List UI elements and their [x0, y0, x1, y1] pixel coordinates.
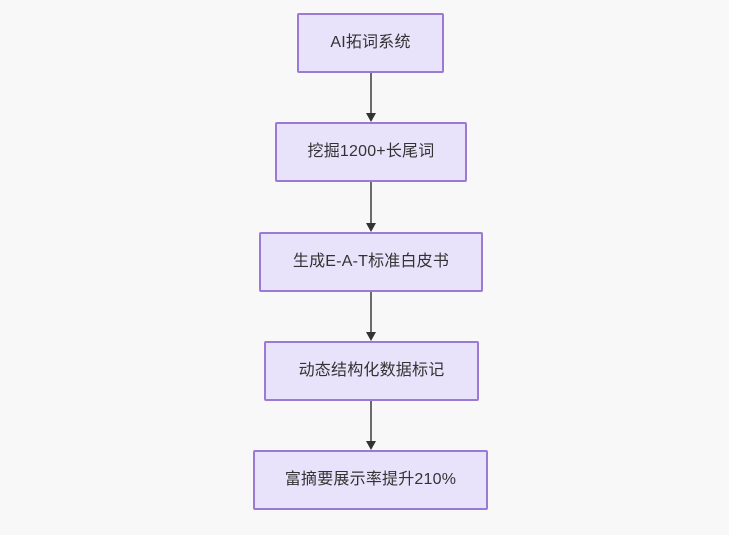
flow-node-dynamic-structured-data-markup[interactable]: 动态结构化数据标记: [264, 341, 479, 401]
flow-node-label: 动态结构化数据标记: [298, 362, 445, 380]
flow-node-rich-snippet-impression-lift[interactable]: 富摘要展示率提升210%: [253, 450, 488, 510]
arrowhead-icon: [366, 332, 376, 341]
arrowhead-icon: [366, 441, 376, 450]
edge-line: [370, 182, 372, 224]
flow-node-ai-keyword-system[interactable]: AI拓词系统: [297, 13, 444, 73]
flow-node-mine-longtail-keywords[interactable]: 挖掘1200+长尾词: [275, 122, 467, 182]
flow-node-label: AI拓词系统: [330, 34, 411, 52]
flow-node-label: 挖掘1200+长尾词: [307, 143, 435, 161]
flow-node-label: 富摘要展示率提升210%: [284, 471, 457, 489]
arrowhead-icon: [366, 223, 376, 232]
edge-line: [370, 292, 372, 333]
arrowhead-icon: [366, 113, 376, 122]
flow-node-label: 生成E-A-T标准白皮书: [292, 253, 450, 271]
flow-node-generate-eat-whitepaper[interactable]: 生成E-A-T标准白皮书: [259, 232, 483, 292]
edge-line: [370, 73, 372, 114]
edge-line: [370, 401, 372, 442]
